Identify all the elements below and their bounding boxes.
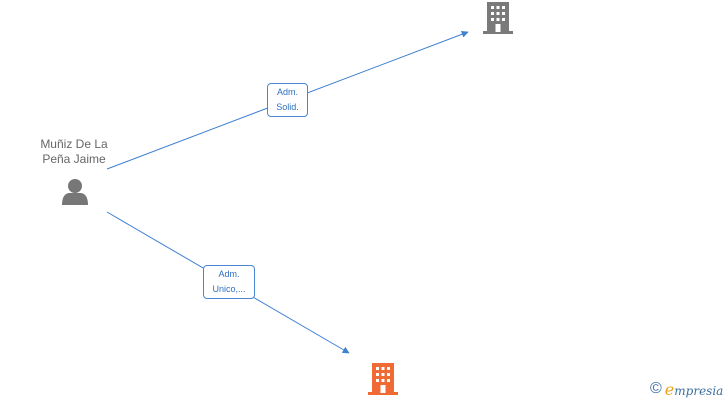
relation-label-2[interactable]: Adm. Unico,... [203, 265, 255, 299]
copyright-icon: © [650, 380, 662, 397]
building-icon[interactable] [483, 2, 513, 34]
relation-label-2-line2: Unico,... [212, 284, 246, 294]
person-name-line1: Muñiz De La [40, 137, 108, 151]
relation-label-1-line2: Solid. [276, 102, 299, 112]
relation-label-2-line1: Adm. [218, 269, 240, 279]
building-icon[interactable] [368, 363, 398, 395]
person-icon[interactable] [62, 179, 88, 205]
footer-brand[interactable]: © empresia [650, 379, 723, 399]
relation-label-1-line1: Adm. [276, 87, 298, 97]
brand-logo: empresia [665, 380, 724, 399]
person-name[interactable]: Muñiz De La Peña Jaime [22, 137, 126, 167]
person-name-line2: Peña Jaime [42, 152, 106, 166]
brand-name: mpresia [674, 383, 724, 398]
relation-label-1[interactable]: Adm. Solid. [267, 83, 308, 117]
brand-initial: e [664, 379, 675, 399]
